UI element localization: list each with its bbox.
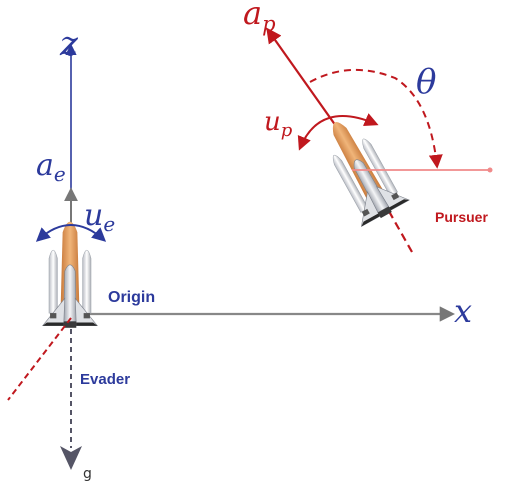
evader-rotation-label: ue (84, 198, 115, 236)
x-axis-label: x (454, 292, 472, 330)
evader-label: Evader (80, 371, 130, 388)
pursuer-group (259, 27, 493, 285)
pursuer-rotation-label: up (264, 107, 293, 141)
theta-label: θ (416, 62, 436, 102)
pursuer-rotation-arc (297, 113, 379, 151)
theta-angle-arc (309, 69, 443, 169)
pursuer-reference-endpoint (487, 167, 493, 173)
z-axis-label: z (59, 24, 79, 64)
g-axis-arrowhead (60, 446, 82, 470)
evader-acceleration-label: ae (36, 148, 66, 186)
pursuer-acceleration-label: ap (243, 0, 276, 36)
evader-rotation-arc (35, 224, 107, 242)
evader-group (7, 43, 456, 470)
origin-label: Origin (108, 289, 155, 306)
evader-heading-line (7, 317, 72, 401)
g-axis-label: g (83, 466, 92, 482)
pursuer-label: Pursuer (435, 209, 488, 225)
